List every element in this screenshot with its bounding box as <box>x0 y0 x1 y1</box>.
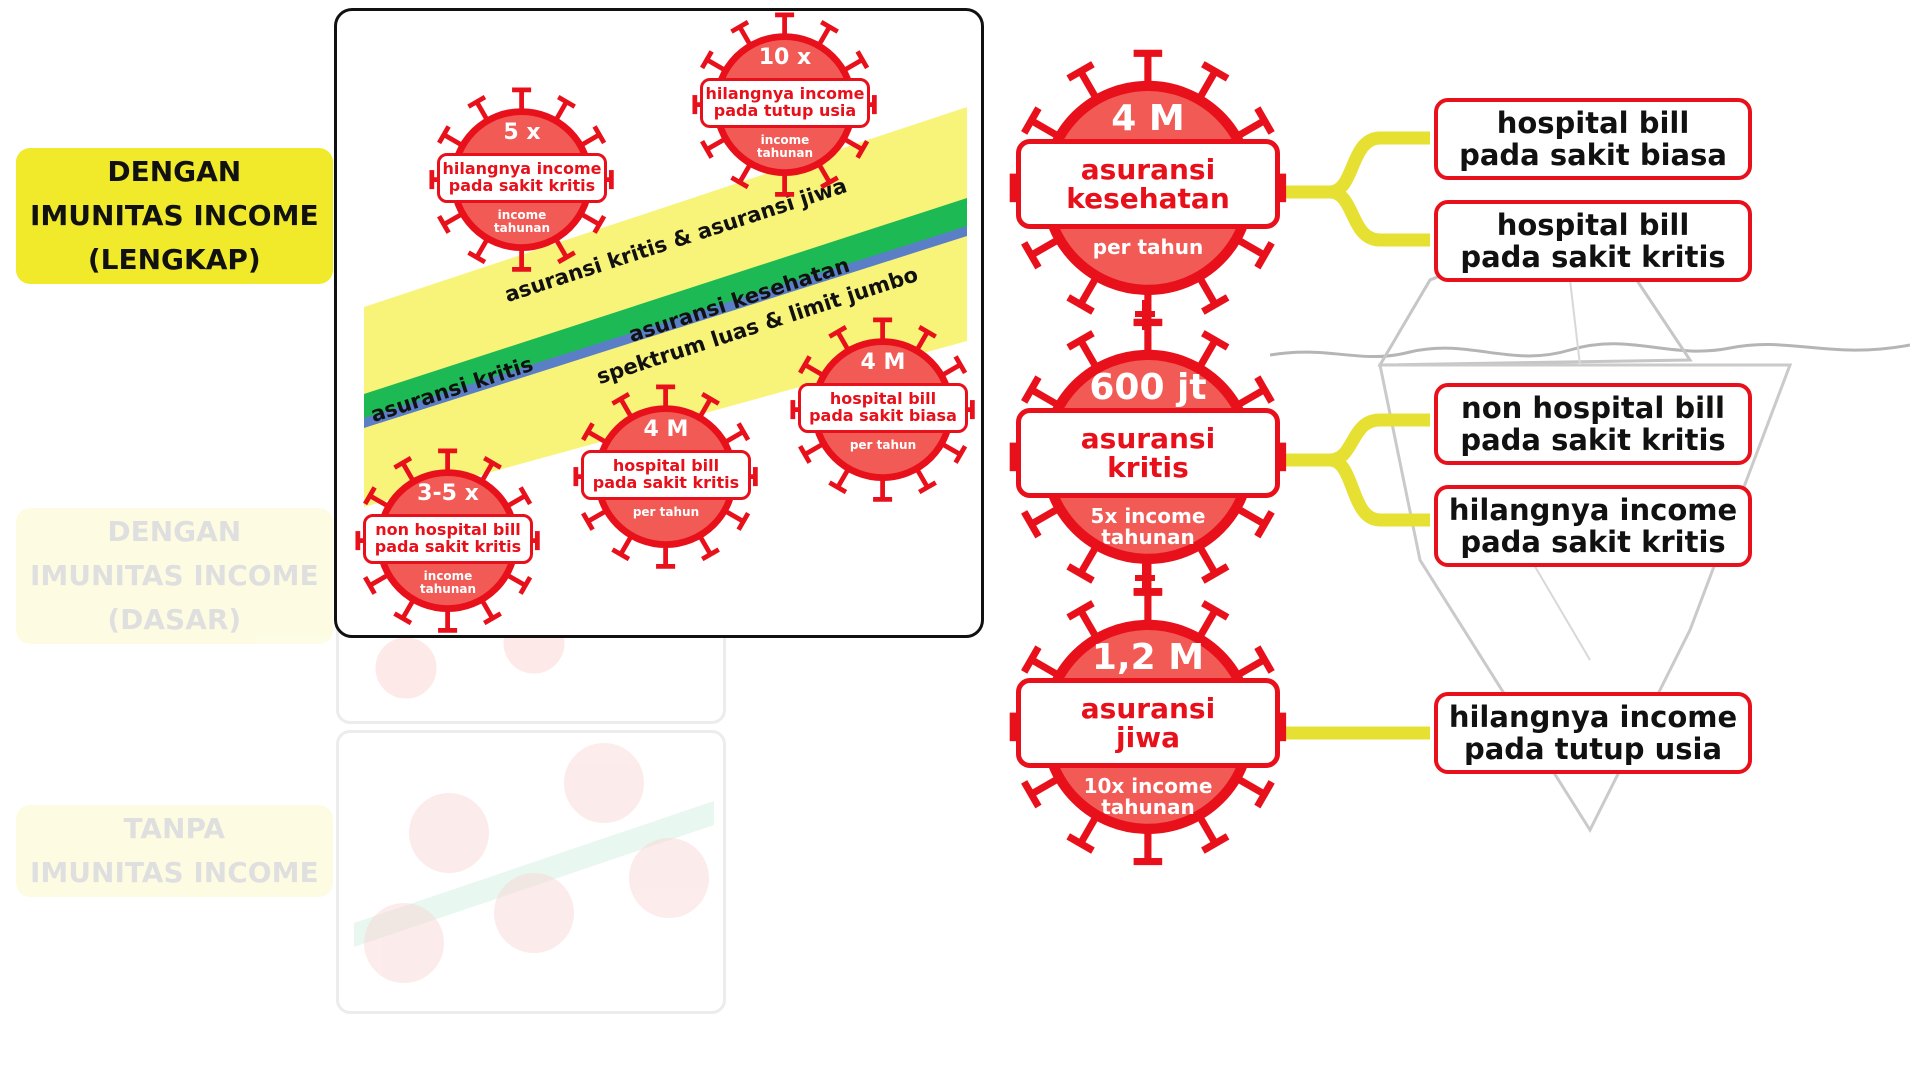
outcome-line: pada sakit kritis <box>1460 423 1726 457</box>
label-with-basic-income-immunity[interactable]: DENGAN IMUNITAS INCOME (DASAR) <box>16 508 333 644</box>
virus-amount: 4 M <box>643 417 689 443</box>
virus-footnote: per tahun <box>784 439 981 452</box>
virus-label-line: hilangnya income <box>705 84 865 104</box>
outcome-income-loss-critical[interactable]: hilangnya income pada sakit kritis <box>1434 485 1752 567</box>
virus-label-line: pada tutup usia <box>713 100 857 120</box>
insurance-bands <box>364 107 967 507</box>
virus-label-line: asuransi <box>1080 152 1216 186</box>
virus-footnote-line: tahunan <box>1101 794 1195 819</box>
virus-footnote-line: income <box>497 207 547 222</box>
virus-footnote-line: tahunan <box>419 581 477 596</box>
virus-amount: 10 x <box>758 45 812 71</box>
virus-footnote: per tahun <box>1000 234 1296 259</box>
outcome-line: pada sakit kritis <box>1460 525 1726 559</box>
label-without-income-immunity[interactable]: TANPA IMUNITAS INCOME <box>16 805 333 897</box>
virus-label-line: hilangnya income <box>442 159 602 179</box>
outcome-income-loss-death[interactable]: hilangnya income pada tutup usia <box>1434 692 1752 774</box>
label-line: IMUNITAS INCOME <box>30 856 319 889</box>
outcome-line: hilangnya income <box>1448 700 1738 734</box>
outcome-non-hospital-bill-critical[interactable]: non hospital bill pada sakit kritis <box>1434 383 1752 465</box>
outcome-hospital-bill-normal[interactable]: hospital bill pada sakit biasa <box>1434 98 1752 180</box>
outcome-line: pada sakit kritis <box>1460 240 1726 274</box>
faded-panel-without[interactable] <box>336 730 726 1014</box>
virus-label-line: pada sakit kritis <box>592 472 740 492</box>
virus-label-line: pada sakit kritis <box>374 536 522 556</box>
virus-label-line: asuransi <box>1080 421 1216 455</box>
outcome-line: hospital bill <box>1496 106 1690 140</box>
outcome-line: non hospital bill <box>1461 391 1725 425</box>
virus-footnote-line: per tahun <box>849 437 917 452</box>
virus-amount: 3-5 x <box>417 481 479 507</box>
virus-label-line: hospital bill <box>612 456 720 476</box>
virus-footnote-line: per tahun <box>632 504 700 519</box>
virus-label-line: non hospital bill <box>375 520 521 540</box>
label-line: IMUNITAS INCOME <box>30 199 319 232</box>
virus-footnote-line: tahunan <box>756 145 814 160</box>
label-line: IMUNITAS INCOME <box>30 559 319 592</box>
virus-label-line: jiwa <box>1116 720 1180 754</box>
faded-panel-without-art <box>354 743 714 983</box>
virus-footnote-line: tahunan <box>1101 524 1195 549</box>
virus-footnote-line: income <box>423 568 473 583</box>
virus-footnote-line: per tahun <box>1092 234 1204 259</box>
virus-footnote-line: 5x income <box>1090 503 1206 528</box>
outcome-line: hilangnya income <box>1448 493 1738 527</box>
virus-amount: 600 jt <box>1089 367 1207 409</box>
virus-amount: 5 x <box>503 120 541 146</box>
label-line: DENGAN <box>107 155 242 188</box>
virus-footnote-line: tahunan <box>493 220 551 235</box>
virus-amount: 4 M <box>860 350 906 376</box>
label-with-full-income-immunity[interactable]: DENGAN IMUNITAS INCOME (LENGKAP) <box>16 148 333 284</box>
outcome-line: pada sakit biasa <box>1459 138 1727 172</box>
label-line: DENGAN <box>107 515 242 548</box>
virus-footnote-line: income <box>760 132 810 147</box>
virus-icon <box>1009 588 1287 866</box>
virus-label-line: kritis <box>1107 450 1189 484</box>
virus-label-line: asuransi <box>1080 691 1216 725</box>
virus-amount: 4 M <box>1111 98 1185 140</box>
outcome-line: hospital bill <box>1496 208 1690 242</box>
virus-amount: 1,2 M <box>1091 637 1205 679</box>
outcome-line: pada tutup usia <box>1463 732 1723 766</box>
label-line: TANPA <box>123 812 226 845</box>
connector-lines <box>1270 131 1430 740</box>
label-line: (LENGKAP) <box>87 243 261 276</box>
virus-label-line: pada sakit biasa <box>809 405 957 425</box>
virus-label-line: kesehatan <box>1066 181 1230 215</box>
virus-label-line: pada sakit kritis <box>448 175 596 195</box>
outcome-hospital-bill-critical[interactable]: hospital bill pada sakit kritis <box>1434 200 1752 282</box>
virus-footnote: per tahun <box>567 506 764 519</box>
virus-label-line: hospital bill <box>829 389 937 409</box>
label-line: (DASAR) <box>107 603 242 636</box>
virus-footnote-line: 10x income <box>1083 773 1213 798</box>
